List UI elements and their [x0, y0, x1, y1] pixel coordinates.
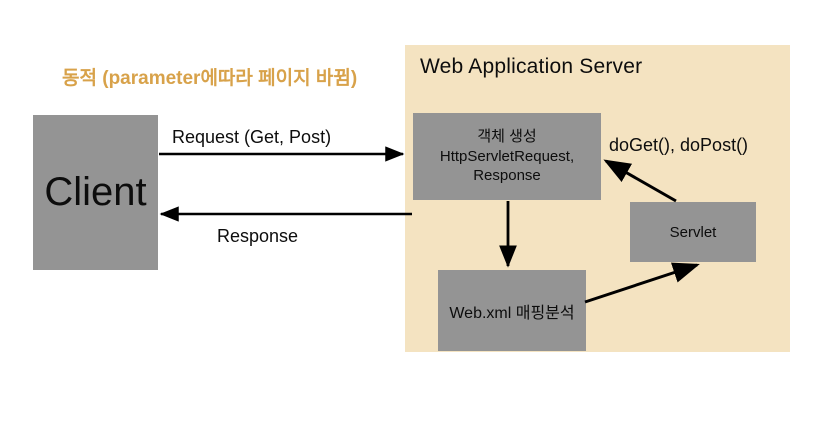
edge-label-response: Response [217, 226, 299, 246]
node-object-creation-line1: 객체 생성 [477, 127, 537, 145]
edge-label-doget-dopost: doGet(), doPost() [609, 135, 749, 155]
node-servlet-label: Servlet [669, 223, 717, 241]
node-client: Client [33, 115, 158, 270]
node-object-creation-line2: HttpServletRequest, [439, 147, 575, 165]
edge-label-request: Request (Get, Post) [172, 127, 332, 147]
node-webxml-mapping-label: Web.xml 매핑분석 [449, 304, 575, 322]
dynamic-page-headline: 동적 (parameter에따라 페이지 바뀜) [62, 68, 358, 89]
node-client-label: Client [44, 170, 147, 214]
node-object-creation-line3: Response [473, 167, 541, 185]
node-object-creation: 객체 생성 HttpServletRequest, Response [413, 113, 601, 200]
node-webxml-mapping: Web.xml 매핑분석 [438, 270, 586, 351]
node-servlet: Servlet [630, 202, 756, 262]
web-application-server-title: Web Application Server [420, 55, 643, 78]
